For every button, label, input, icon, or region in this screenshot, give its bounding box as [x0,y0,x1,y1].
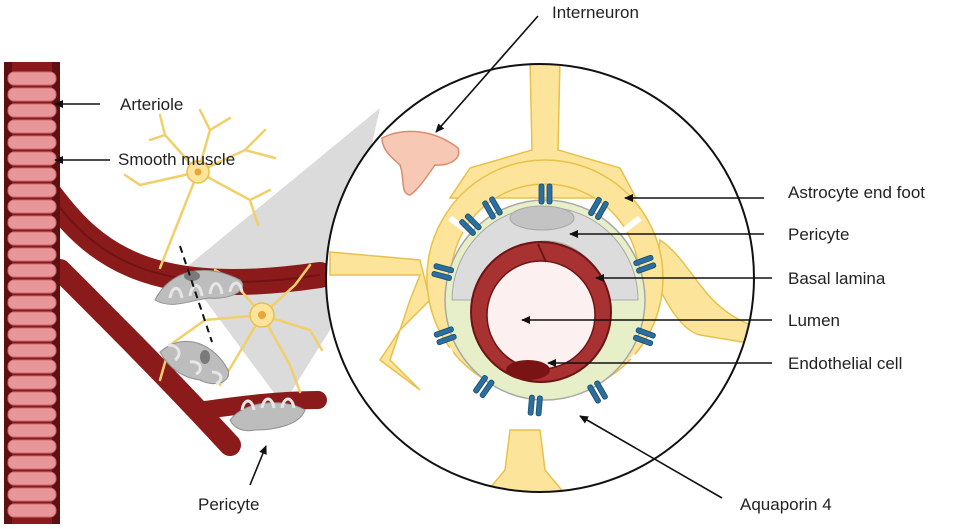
aquaporin-4-channel [433,326,457,346]
aquaporin-4-channel [482,196,503,220]
left-pericyte-mid [159,340,230,386]
label-endothelial-cell: Endothelial cell [788,354,902,373]
label-basal-lamina: Basal lamina [788,269,886,288]
pericyte-nucleus [509,205,575,231]
smooth-muscle-ring [7,455,57,470]
smooth-muscle-ring [7,359,57,374]
smooth-muscle-ring [7,71,57,86]
left-pericyte-top [154,269,244,305]
smooth-muscle-rings [7,71,57,518]
label-lumen: Lumen [788,311,840,330]
smooth-muscle-ring [7,295,57,310]
smooth-muscle-ring [7,151,57,166]
label-arteriole: Arteriole [120,95,183,114]
smooth-muscle-ring [7,439,57,454]
smooth-muscle-ring [7,311,57,326]
label-smooth-muscle: Smooth muscle [118,150,235,169]
aquaporin-4-channel [588,196,609,221]
label-interneuron: Interneuron [552,3,639,22]
smooth-muscle-ring [7,263,57,278]
smooth-muscle-ring [7,231,57,246]
aquaporin-4-channel [431,263,455,281]
smooth-muscle-ring [7,391,57,406]
label-pericyte-left: Pericyte [198,495,259,514]
aquaporin-4-channel [538,183,553,205]
smooth-muscle-ring [7,103,57,118]
smooth-muscle-ring [7,503,57,518]
smooth-muscle-ring [7,375,57,390]
smooth-muscle-ring [7,487,57,502]
aquaporin-4-channel [473,375,495,399]
smooth-muscle-ring [7,343,57,358]
smooth-muscle-ring [7,215,57,230]
zoom-cone [183,108,380,405]
smooth-muscle-ring [7,423,57,438]
cross-section-zoom [325,63,755,493]
left-pericyte-bottom [229,397,306,432]
endothelial-nucleus [506,360,550,380]
aquaporin-4-channel [527,394,543,417]
smooth-muscle-ring [7,183,57,198]
cross-section-cut-line [179,245,213,343]
label-aquaporin-4: Aquaporin 4 [740,495,832,514]
leader-lines [54,15,772,499]
interneuron [381,130,460,196]
smooth-muscle-ring [7,119,57,134]
aquaporin-4-channel [459,213,482,236]
left-astrocyte-top [123,108,277,270]
smooth-muscle-ring [7,167,57,182]
smooth-muscle-ring [7,199,57,214]
smooth-muscle-ring [7,247,57,262]
lumen [486,260,596,370]
vessel-branches [37,182,333,456]
aquaporin-4-channel [633,254,657,274]
smooth-muscle-ring [7,407,57,422]
smooth-muscle-ring [7,135,57,150]
label-pericyte-right: Pericyte [788,225,849,244]
label-astrocyte-end-foot: Astrocyte end foot [788,183,925,202]
aquaporin-4-channel [632,327,656,347]
smooth-muscle-ring [7,279,57,294]
aquaporin-channels [431,183,657,417]
smooth-muscle-ring [7,471,57,486]
smooth-muscle-ring [7,87,57,102]
aquaporin-4-channel [587,380,608,404]
smooth-muscle-ring [7,327,57,342]
